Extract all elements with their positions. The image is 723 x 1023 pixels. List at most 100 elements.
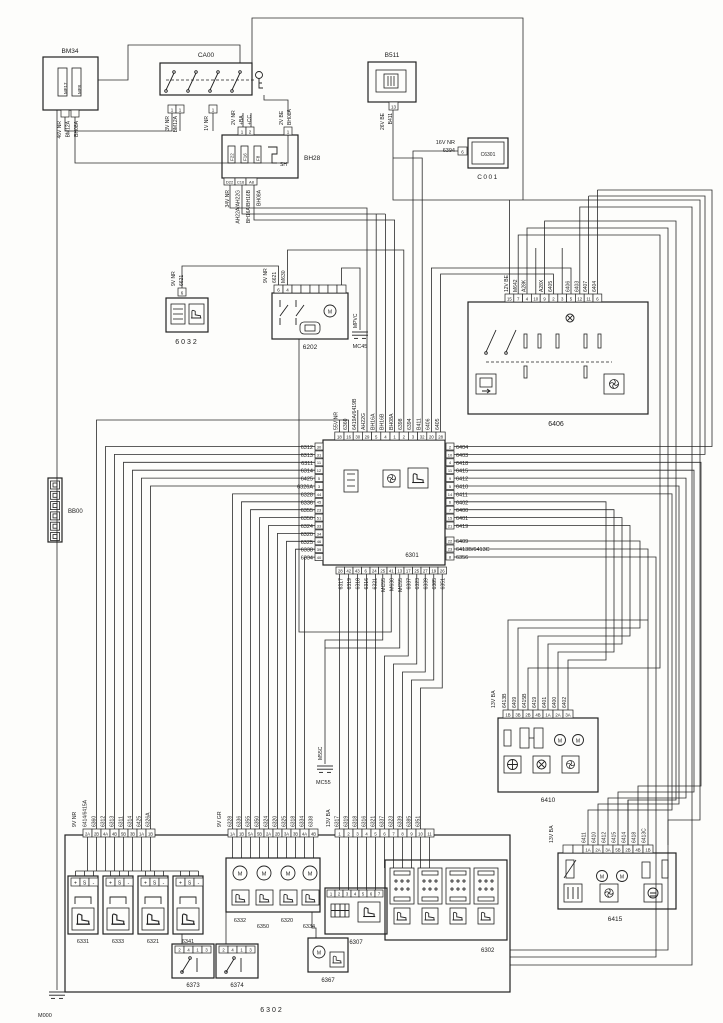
terminal-label: S — [118, 881, 122, 887]
wire-label: 1V NR — [204, 116, 210, 131]
wire-label: 6316 — [362, 816, 368, 827]
seat-icon — [255, 889, 274, 906]
pin-number: 3 — [561, 296, 564, 301]
wire-label: 6360 — [92, 816, 98, 827]
pin-number: 39 — [317, 547, 322, 552]
motor-letter: M — [576, 739, 580, 745]
pin-number: 9 — [449, 476, 452, 481]
wire — [454, 493, 673, 845]
terminal-label: + — [74, 881, 77, 887]
wire-label: 6413B/6413C — [456, 547, 490, 553]
pin-number: 1 — [240, 947, 243, 952]
wire-label: 6401 — [542, 697, 548, 708]
wire-label: 6402 — [562, 697, 568, 708]
pin-number: 24 — [372, 568, 377, 573]
seat-icon — [231, 889, 250, 906]
wire — [241, 185, 386, 215]
pin-cell — [336, 284, 347, 294]
wire-label: BH16A — [370, 413, 376, 430]
component-title: 6320 — [281, 918, 293, 924]
wire-label: 6338 — [309, 816, 315, 827]
pin-cell — [314, 545, 324, 554]
heater-element — [144, 896, 162, 904]
pin-number: 2 — [338, 891, 341, 896]
wire-label: BH16A/BH16B — [246, 189, 252, 223]
wires — [56, 17, 713, 990]
pin-cell — [314, 490, 324, 498]
terminal-label: S — [153, 881, 157, 887]
pin-number: 4B — [535, 712, 540, 717]
heated-seat-unit: +S- — [172, 875, 204, 935]
wire-label: 6419A/6419B — [352, 398, 358, 430]
pin-cell — [314, 529, 324, 538]
wire-label: 3V NR — [165, 116, 171, 131]
window-icon — [475, 373, 497, 395]
wire — [454, 501, 607, 710]
wire-label: M630 — [390, 578, 396, 591]
pin-number: 7 — [392, 831, 395, 836]
ground-icon — [48, 991, 66, 999]
pin-cell — [314, 458, 324, 467]
pin-number: 3 — [356, 831, 359, 836]
pin-number: 5B — [615, 847, 620, 852]
wire-label: 6314 — [301, 469, 313, 475]
wire-label: 6339 — [398, 816, 404, 827]
wire-label: 6401 — [456, 516, 468, 522]
wire-labels-6301-left: 631263136311631464256326A632863366355635… — [297, 445, 313, 562]
wire-label: 6355 — [301, 508, 313, 514]
wire-label: 6403 — [574, 281, 580, 292]
wire-label: 6412 — [602, 832, 608, 843]
pin-number: 28 — [438, 434, 443, 439]
wire-label: B411 — [388, 113, 394, 125]
wire-label: 6410 — [592, 832, 598, 843]
wire-label: F8 — [256, 155, 261, 161]
wire-label: 6394 — [443, 148, 455, 154]
wire-label: 6337 — [407, 578, 413, 590]
pin-number: 41 — [389, 568, 394, 573]
pin-cell — [283, 126, 293, 136]
component-6367: M 6367 — [307, 937, 349, 984]
pin-cell — [208, 104, 218, 114]
heater-element — [74, 896, 92, 904]
component-title: 6350 — [257, 924, 269, 930]
wire-label: BH16B — [380, 413, 386, 430]
seat-icon — [141, 907, 165, 931]
wire — [132, 469, 315, 829]
wire — [392, 110, 701, 845]
seat-icon — [279, 889, 298, 906]
harness-label: 9V GR — [217, 811, 223, 827]
wire-label: 6334 — [300, 816, 306, 827]
wire-label: 6406 — [566, 281, 572, 292]
pin-number: 9 — [543, 296, 546, 301]
wire — [232, 493, 315, 829]
seat-motor: M — [279, 865, 298, 906]
terminal-cell — [193, 877, 204, 887]
component-c001: C6301 C001 6 16V NR 6394 — [436, 137, 509, 181]
wire — [454, 556, 657, 958]
wire-label: 6336 — [237, 816, 243, 827]
ground-m000: M000 — [38, 991, 66, 1019]
harness-label: 13V BA — [491, 690, 497, 708]
wire — [311, 912, 317, 938]
wire-label: 46V NR — [57, 121, 63, 139]
pin-cell — [314, 450, 324, 459]
wire — [420, 574, 443, 868]
wire-label: 6419 — [456, 524, 468, 530]
wire-label: 6418 — [456, 461, 468, 467]
wire-label: 34V NR — [225, 190, 231, 208]
motor-letter: M — [262, 872, 267, 878]
pin-number: 23 — [448, 546, 453, 551]
wire — [454, 517, 623, 710]
wire-label: 6411 — [456, 492, 468, 498]
wire-label: B411 — [416, 418, 422, 430]
wire — [454, 477, 687, 845]
heated-seat-units: +S-+S-+S-+S- — [67, 875, 204, 935]
